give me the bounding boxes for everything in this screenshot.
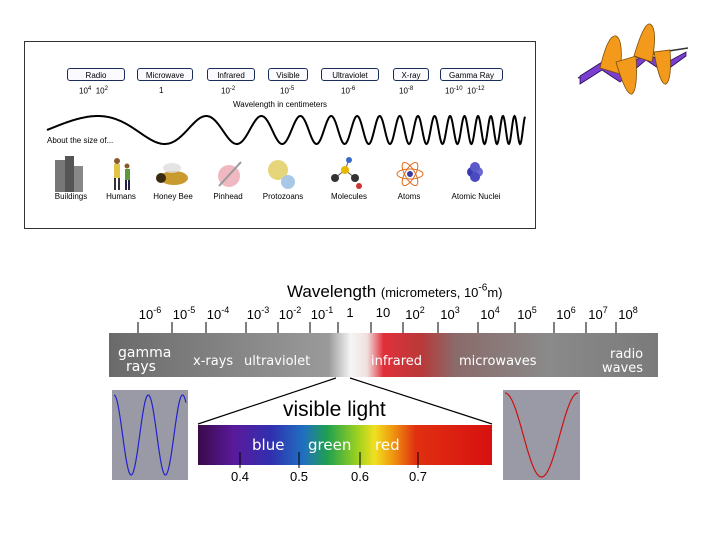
label-buildings: Buildings [54, 192, 88, 201]
exp-microwave: 1 [159, 86, 164, 95]
label-atoms: Atoms [397, 192, 421, 201]
visible-light-title: visible light [283, 398, 386, 421]
band-microwave: Microwave [137, 68, 193, 81]
label-atomic-nuclei: Atomic Nuclei [451, 192, 501, 201]
label-blue: blue [252, 436, 285, 454]
wavelength-title: Wavelength (micrometers, 10-6m) [287, 282, 503, 301]
label-waves: waves [602, 361, 644, 376]
wavelength-tick-label: 103 [440, 305, 460, 322]
short-wave-box [112, 390, 188, 480]
label-molecules: Molecules [330, 192, 368, 201]
vis-tick-label: 0.4 [230, 469, 250, 484]
label-red: red [375, 436, 400, 454]
wavelength-tick-label: 10-6 [138, 305, 162, 322]
label-humans: Humans [106, 192, 136, 201]
exp-visible: 10-5 [280, 86, 295, 96]
humans-icon [114, 158, 130, 190]
vis-tick-label: 0.5 [289, 469, 309, 484]
label-pinhead: Pinhead [213, 192, 243, 201]
label-honey-bee: Honey Bee [153, 192, 193, 201]
band-infrared: Infrared [207, 68, 255, 81]
wavelength-tick-label: 10-1 [310, 305, 334, 322]
about-size-label: About the size of... [47, 136, 114, 145]
wavelength-tick-label: 108 [618, 305, 638, 322]
atoms-icon [396, 161, 424, 187]
em-spectrum-size-chart: Radio Microwave Infrared Visible Ultravi… [24, 41, 536, 229]
wavelength-tick-label: 10-2 [278, 305, 302, 322]
label-green: green [308, 436, 352, 454]
molecules-icon [331, 157, 362, 189]
band-xray: X-ray [393, 68, 429, 81]
vis-tick-label: 0.7 [408, 469, 428, 484]
label-ultraviolet: ultraviolet [244, 354, 311, 369]
band-gamma-ray: Gamma Ray [440, 68, 503, 81]
wavelength-tick-label: 102 [405, 305, 425, 322]
wavelength-tick-label: 107 [588, 305, 608, 322]
atomic-nuclei-icon [467, 162, 483, 182]
band-ultraviolet: Ultraviolet [321, 68, 379, 81]
wavelength-tick-label: 10-3 [246, 305, 270, 322]
wavelength-tick-label: 10 [375, 305, 391, 320]
label-rays: rays [126, 359, 156, 375]
exp-xray: 10-8 [399, 86, 414, 96]
vis-tick-label: 0.6 [350, 469, 370, 484]
blue-wave [113, 394, 187, 476]
label-xrays: x-rays [193, 354, 234, 369]
label-gamma: gamma [118, 345, 172, 361]
wavelength-tick-label: 104 [480, 305, 500, 322]
protozoans-icon [268, 160, 295, 189]
wavelength-caption: Wavelength in centimeters [233, 100, 327, 109]
wavelength-tick-label: 10-5 [172, 305, 196, 322]
band-visible: Visible [268, 68, 308, 81]
honey-bee-icon [156, 163, 188, 185]
exp-gamma: 10-10 10-12 [445, 86, 485, 96]
buildings-icon [55, 156, 83, 192]
label-microwaves: microwaves [459, 354, 537, 369]
chirp-wave [46, 114, 526, 146]
wavelength-tick-label: 105 [517, 305, 537, 322]
band-radio: Radio [67, 68, 125, 81]
wavelength-tick-label: 106 [556, 305, 576, 322]
exp-infrared: 10-2 [221, 86, 236, 96]
spectrum-bar [109, 333, 658, 377]
label-infrared: infrared [371, 354, 423, 369]
label-radio: radio [610, 347, 644, 362]
red-wave [505, 392, 578, 478]
label-protozoans: Protozoans [262, 192, 304, 201]
exp-radio: 104 102 [79, 86, 108, 96]
wavelength-tick-label: 10-4 [206, 305, 230, 322]
em-wave-icon [577, 23, 689, 95]
visible-spectrum-bar [198, 425, 492, 465]
long-wave-box [503, 390, 580, 480]
exp-ultraviolet: 10-6 [341, 86, 356, 96]
wavelength-tick-label: 1 [346, 305, 354, 320]
pinhead-icon [218, 161, 242, 187]
